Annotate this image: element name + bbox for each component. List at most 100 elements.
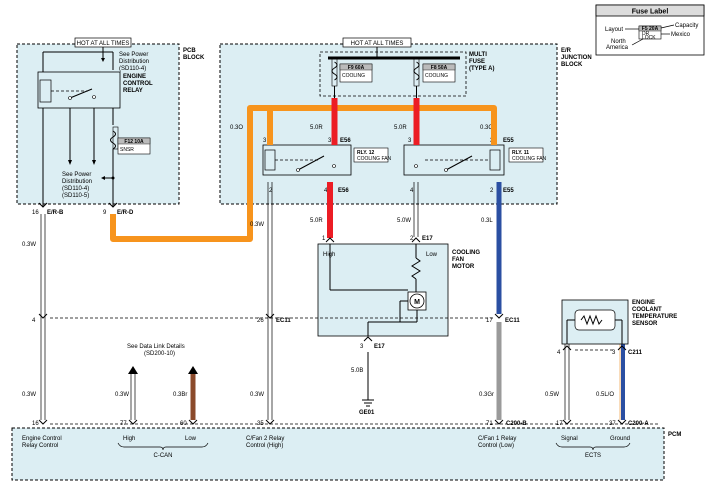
pcb-see-power-1b: Distribution	[119, 59, 149, 65]
ects-sensor: ENGINE COOLANT TEMPERATURE SENSOR 4 3 C2…	[557, 299, 677, 356]
fuse-label-legend: Fuse Label F5 20A DR LOCK Layout Capacit…	[595, 4, 705, 56]
relay-12-label: RLY. 12	[357, 150, 375, 156]
pcb-connector-erb: E/R-B	[47, 210, 64, 216]
legend-layout: Layout	[605, 27, 623, 33]
multi-fuse-label-2: FUSE	[469, 59, 485, 65]
er-junction-block: HOT AT ALL TIMES E/R JUNCTION BLOCK MULT…	[219, 37, 592, 205]
ects-title-4: SENSOR	[632, 321, 658, 327]
ec11-label-b: EC11	[505, 318, 520, 324]
ects-pin-3: 3	[612, 350, 616, 356]
relay-label-2: CONTROL	[123, 81, 153, 87]
data-link-reference: See Data Link Details (SD200-10)	[127, 344, 198, 374]
er-block-name-3: BLOCK	[561, 62, 583, 68]
er-pin-4d: 4	[410, 188, 414, 194]
wire-label-03gr: 0.3Gr	[479, 392, 494, 398]
pcb-hot-at-all-times: HOT AT ALL TIMES	[77, 41, 130, 47]
er-wire-03o-b: 0.3O	[480, 125, 493, 131]
wire-label-50r-c: 5.0R	[310, 218, 323, 224]
wire-label-05lo: 0.5L/O	[596, 392, 614, 398]
pcm-connector-c200b: C200-B	[506, 421, 527, 427]
pcb-block: HOT AT ALL TIMES PCB BLOCK See Power Dis…	[16, 37, 205, 216]
pcm-label-can: C-CAN	[154, 453, 173, 459]
motor-pin-1: 1	[322, 236, 326, 242]
ects-title-2: COOLANT	[632, 307, 662, 313]
data-link-line2: (SD200-10)	[144, 351, 175, 357]
pcm-label-can-high: High	[123, 436, 135, 442]
wire-label-03w-b: 0.3W	[250, 222, 264, 228]
fuse-f8-label: F8 50A	[431, 65, 448, 71]
ec11-pin-17: 17	[486, 318, 493, 324]
motor-title-1: COOLING	[452, 250, 480, 256]
er-block-name-1: E/R	[561, 48, 572, 54]
wire-label-03br: 0.3Br	[173, 392, 187, 398]
relay-12-sub: COOLING FAN	[357, 156, 392, 162]
relay-11-label: RLY. 11	[512, 150, 529, 156]
pcm-label-signal: Signal	[561, 436, 578, 442]
pcm-label-ecr-1: Engine Control	[22, 436, 62, 442]
data-link-line1: See Data Link Details	[127, 344, 185, 350]
wire-label-05w: 0.5W	[545, 392, 559, 398]
relay-12	[262, 144, 352, 176]
pcm-pin-71: 71	[486, 421, 493, 427]
relay-11	[403, 144, 505, 176]
motor-pin-2: 2	[410, 236, 414, 242]
er-wire-03o-a: 0.3O	[230, 125, 243, 131]
fuse-f9-label: F9 60A	[348, 65, 365, 71]
can-high-arrow	[128, 366, 138, 374]
ground-ge01: GE01	[359, 410, 375, 416]
legend-fuse-name: F5 20A	[642, 26, 659, 32]
pcb-see-power-2d: (SD110-5)	[62, 193, 89, 199]
ects-title-3: TEMPERATURE	[632, 314, 677, 320]
pcm-label-ground: Ground	[610, 436, 630, 442]
wire-label-03l: 0.3L	[481, 218, 493, 224]
pcm-name: PCM	[668, 432, 681, 438]
ec11-pin-26: 26	[257, 318, 264, 324]
er-connector-e56-b: E56	[338, 188, 349, 194]
pcm-pin-16: 16	[32, 421, 39, 427]
pcb-pin-16: 16	[32, 210, 39, 216]
pcb-block-name-1: PCB	[183, 48, 196, 54]
pcm-pin-17: 17	[556, 421, 563, 427]
relay-label-1: ENGINE	[123, 74, 146, 80]
ec11-connector: 4 26 EC11 17 EC11	[32, 313, 520, 324]
motor-m-label: M	[414, 299, 420, 306]
relay-11-sub: COOLING FAN	[512, 156, 547, 162]
legend-na-line2: America	[606, 45, 629, 51]
legend-na-line1: North	[611, 39, 626, 45]
er-pin-3c: 3	[408, 138, 412, 144]
legend-capacity: Capacity	[675, 23, 698, 29]
plain-wires	[40, 182, 570, 420]
wire-label-03w-e: 0.3W	[250, 392, 264, 398]
fuse-f12-label: F12 10A	[124, 139, 144, 145]
fuse-f9-sub: COOLING	[342, 73, 365, 79]
wire-spec-labels: 0.3W 0.3W 5.0R 5.0W 0.3L 0.3W 0.3W 0.3Br…	[22, 218, 614, 398]
wire-label-50b: 5.0B	[351, 368, 363, 374]
pcm-box	[11, 427, 665, 481]
pcm-label-cfan1-2: Control (Low)	[478, 443, 514, 449]
fuse-f8-sub: COOLING	[425, 73, 448, 79]
pcm-label-ects: ECTS	[585, 453, 601, 459]
pcb-block-name-2: BLOCK	[183, 55, 205, 61]
er-wire-50r-b: 5.0R	[394, 125, 407, 131]
pcm-label-cfan1-1: C/Fan 1 Relay	[478, 436, 516, 442]
colored-wires	[110, 98, 625, 420]
pcb-pin-9: 9	[103, 210, 107, 216]
motor-connector-e17-b: E17	[374, 344, 385, 350]
legend-mexico: Mexico	[671, 32, 691, 38]
er-connector-e55-b: E55	[503, 188, 514, 194]
fuse-f12-sub: SNSR	[120, 147, 134, 153]
pcm-pin-77: 77	[120, 421, 127, 427]
pcb-see-power-2b: Distribution	[62, 179, 92, 185]
multi-fuse-box	[319, 51, 467, 97]
wire-orange	[110, 105, 497, 242]
er-pin-3a: 3	[263, 138, 267, 144]
multi-fuse-label-3: (TYPE A)	[469, 66, 494, 72]
ects-connector-c211: C211	[628, 350, 643, 356]
thermistor-symbol	[580, 314, 603, 326]
pcm-pin-60: 60	[180, 421, 187, 427]
pcb-see-power-1c: (SD110-4)	[119, 66, 146, 72]
pcm-pin-37: 37	[609, 421, 616, 427]
motor-title-3: MOTOR	[452, 264, 475, 270]
motor-resistor	[411, 257, 421, 280]
